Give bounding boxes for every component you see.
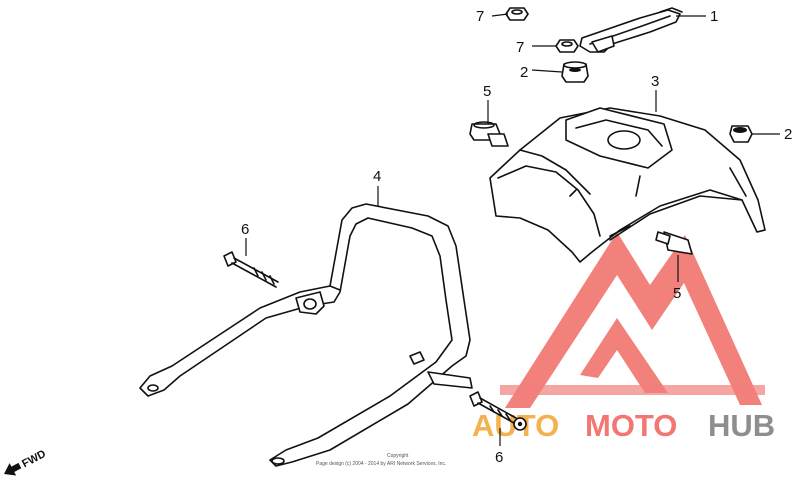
watermark-logo: AUTO MOTO HUB	[472, 232, 775, 443]
watermark-text-moto: MOTO	[585, 408, 677, 443]
callout-2-right: 2	[784, 126, 792, 143]
part-nut-7-top	[505, 7, 529, 21]
callout-6-lower: 6	[495, 449, 503, 466]
part-fender-3	[489, 107, 766, 263]
part-grommet-2-left	[561, 61, 589, 83]
callout-numbers: 1 2 2 3 4 5 5 6 6 7 7	[241, 8, 792, 466]
part-bolt-6-lower	[469, 391, 527, 431]
callout-3: 3	[651, 73, 659, 90]
callout-4: 4	[373, 168, 381, 185]
part-collar-5-left	[469, 121, 509, 147]
copyright-line-1: Copyright	[387, 453, 409, 459]
callout-7-top: 7	[476, 8, 484, 25]
forward-direction-indicator: FWD	[4, 448, 48, 476]
watermark-text-hub: HUB	[708, 408, 775, 443]
callout-2-left: 2	[520, 64, 528, 81]
watermark-triangle-outer	[505, 232, 762, 408]
forward-arrow-icon	[4, 462, 22, 476]
part-nut-7-middle	[555, 39, 579, 53]
leader-lines	[245, 13, 780, 446]
callout-5-lower: 5	[673, 285, 681, 302]
forward-label: FWD	[20, 448, 48, 470]
part-grommet-2-right	[729, 125, 753, 143]
callout-6-upper: 6	[241, 221, 249, 238]
part-strap-1	[579, 7, 683, 53]
part-grab-rail-4	[139, 203, 473, 467]
part-bolt-6-upper	[223, 251, 279, 288]
copyright-line-2: Page design (c) 2004 - 2014 by ARI Netwo…	[316, 461, 447, 467]
callout-7-middle: 7	[516, 39, 524, 56]
watermark-baseline	[500, 385, 765, 395]
watermark-triangle-inner	[580, 318, 668, 393]
callout-1: 1	[710, 8, 718, 25]
callout-5-upper: 5	[483, 83, 491, 100]
part-collar-5-right	[655, 231, 693, 255]
